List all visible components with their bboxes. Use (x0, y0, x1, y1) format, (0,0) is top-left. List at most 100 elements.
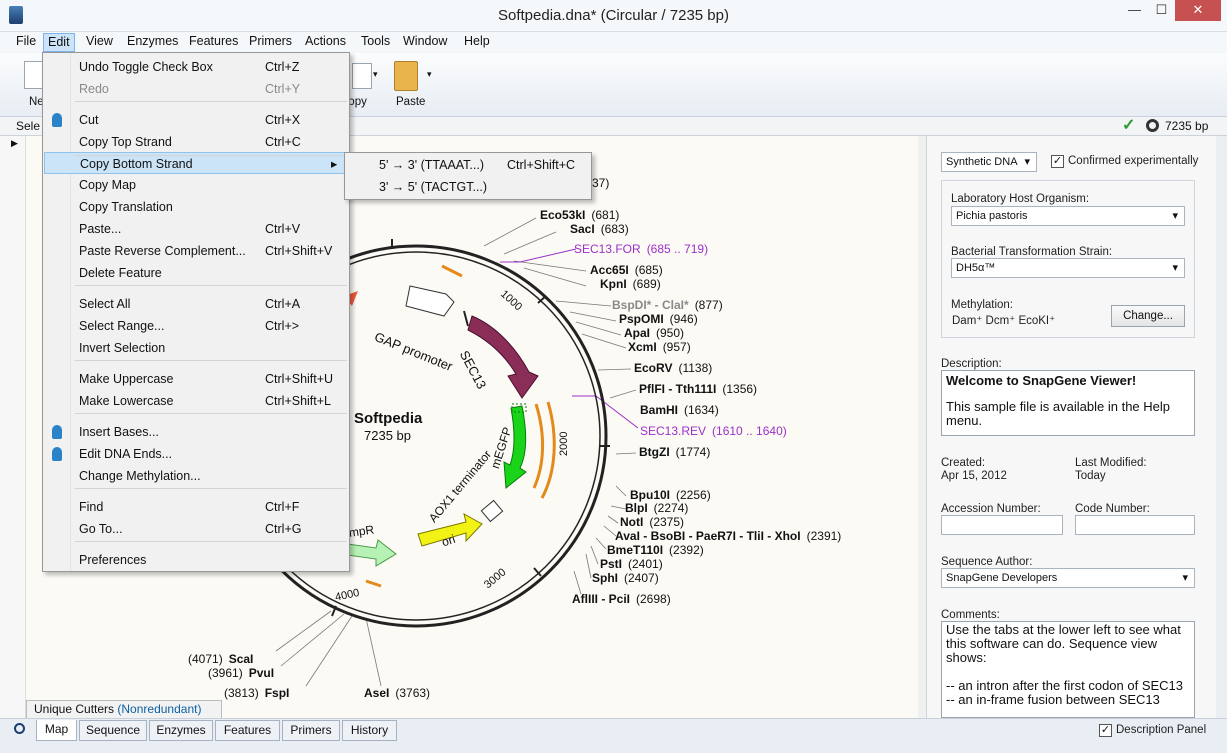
menu-actions[interactable]: Actions (305, 34, 346, 48)
description-box[interactable]: Welcome to SnapGene Viewer! This sample … (941, 370, 1195, 436)
edit-menu-item-delete-feature[interactable]: Delete Feature (44, 262, 348, 284)
site-name: BspDI* - ClaI* (612, 298, 689, 312)
unique-cutters-tab[interactable]: Unique Cutters (Nonredundant) (26, 700, 222, 718)
edit-menu-item-insert-bases[interactable]: Insert Bases... (44, 421, 348, 443)
tab-features[interactable]: Features (215, 720, 280, 741)
menu-separator (75, 360, 347, 361)
enzyme-site-label[interactable]: BlpI(2274) (625, 501, 688, 515)
enzyme-site-label[interactable]: BtgZI(1774) (639, 445, 710, 459)
paste-button-label[interactable]: Paste (396, 96, 426, 108)
edit-menu-item-paste-reverse-complement[interactable]: Paste Reverse Complement...Ctrl+Shift+V (44, 240, 348, 262)
enzyme-site-label[interactable]: KpnI(689) (600, 277, 661, 291)
enzyme-site-label[interactable]: NotI(2375) (620, 515, 684, 529)
edit-menu-item-go-to[interactable]: Go To...Ctrl+G (44, 518, 348, 540)
edit-menu-item-edit-dna-ends[interactable]: Edit DNA Ends... (44, 443, 348, 465)
enzyme-site-label[interactable]: EcoRV(1138) (634, 361, 712, 375)
site-position: (685) (634, 263, 663, 277)
tab-history[interactable]: History (342, 720, 397, 741)
enzyme-site-label[interactable]: Eco53kI(681) (540, 208, 619, 222)
menu-window[interactable]: Window (403, 34, 448, 48)
edit-menu-item-invert-selection[interactable]: Invert Selection (44, 337, 348, 359)
minimize-button[interactable]: — (1128, 2, 1141, 17)
edit-menu-item-copy-translation[interactable]: Copy Translation (44, 196, 348, 218)
menu-primers[interactable]: Primers (249, 34, 293, 48)
submenu-5to3[interactable]: 5' → 3' (TTAAAT...) Ctrl+Shift+C (346, 154, 590, 176)
close-button[interactable]: ✕ (1175, 0, 1221, 21)
comments-box[interactable]: Use the tabs at the lower left to see wh… (941, 621, 1195, 718)
edit-menu-item-paste[interactable]: Paste...Ctrl+V (44, 218, 348, 240)
edit-menu-item-copy-map[interactable]: Copy Map (44, 174, 348, 196)
enzyme-site-label[interactable]: (3813)FspI (224, 686, 289, 700)
map-name: Softpedia (354, 410, 423, 427)
panel-scrollbar[interactable] (1216, 136, 1227, 718)
enzyme-site-label[interactable]: PflFI - Tth111I(1356) (639, 382, 757, 396)
site-position: (685 .. 719) (646, 242, 709, 256)
expand-icon[interactable]: ▶ (11, 138, 18, 148)
submenu-3to5[interactable]: 3' → 5' (TACTGT...) (346, 176, 590, 198)
edit-menu-item-label: Find (79, 500, 104, 514)
enzyme-site-label[interactable]: PspOMI(946) (619, 312, 698, 326)
tab-sequence[interactable]: Sequence (79, 720, 147, 741)
menu-view[interactable]: View (86, 34, 113, 48)
tab-map[interactable]: Map (36, 720, 77, 741)
edit-menu-item-change-methylation[interactable]: Change Methylation... (44, 465, 348, 487)
menu-enzymes[interactable]: Enzymes (127, 34, 179, 48)
accession-input[interactable] (941, 515, 1063, 535)
enzyme-site-label[interactable]: AflIII - PciI(2698) (572, 592, 671, 606)
dna-type-select[interactable]: Synthetic DNA (941, 152, 1037, 172)
paste-dropdown-icon[interactable]: ▾ (427, 69, 432, 79)
enzyme-site-label[interactable]: BmeT110I(2392) (607, 543, 704, 557)
site-name: AseI (364, 686, 390, 700)
enzyme-site-label[interactable]: SacI(683) (570, 222, 629, 236)
site-position: (2407) (624, 571, 659, 585)
enzyme-site-label[interactable]: XcmI(957) (628, 340, 691, 354)
site-name: PvuI (248, 666, 275, 680)
edit-menu-item-select-range[interactable]: Select Range...Ctrl+> (44, 315, 348, 337)
submenu-5to3-label: 5' → 3' (TTAAAT...) (379, 158, 485, 172)
host-select[interactable]: Pichia pastoris (951, 206, 1185, 226)
enzyme-site-label[interactable]: (4071)ScaI (188, 652, 253, 666)
enzyme-site-label[interactable]: BspDI* - ClaI*(877) (612, 298, 723, 312)
enzyme-site-label[interactable]: AseI(3763) (364, 686, 430, 700)
menu-help[interactable]: Help (464, 34, 490, 48)
enzyme-site-label[interactable]: Acc65I(685) (590, 263, 663, 277)
change-button[interactable]: Change... (1111, 305, 1185, 327)
strain-select[interactable]: DH5α™ (951, 258, 1185, 278)
enzyme-site-label[interactable]: AvaI - BsoBI - PaeR7I - TliI - XhoI(2391… (615, 529, 841, 543)
search-icon[interactable] (14, 723, 25, 734)
site-position: (957) (662, 340, 691, 354)
author-select[interactable]: SnapGene Developers (941, 568, 1195, 588)
map-size: 7235 bp (364, 428, 411, 443)
tab-primers[interactable]: Primers (282, 720, 340, 741)
copy-dropdown-icon[interactable]: ▾ (373, 69, 378, 79)
strain-label: Bacterial Transformation Strain: (951, 246, 1113, 258)
enzyme-site-label[interactable]: SphI(2407) (592, 571, 659, 585)
primer-label[interactable]: SEC13.REV(1610 .. 1640) (640, 424, 787, 438)
edit-menu-item-copy-bottom-strand[interactable]: Copy Bottom Strand▸ (44, 152, 348, 174)
primer-label[interactable]: SEC13.FOR(685 .. 719) (574, 242, 708, 256)
enzyme-site-label[interactable]: PstI(2401) (600, 557, 663, 571)
enzyme-site-label[interactable]: (3961)PvuI (208, 666, 274, 680)
enzyme-site-label[interactable]: BamHI(1634) (640, 403, 719, 417)
enzyme-site-label[interactable]: Bpu10I(2256) (630, 488, 711, 502)
menu-file[interactable]: File (16, 34, 37, 48)
enzyme-site-label[interactable]: ApaI(950) (624, 326, 684, 340)
created-label: Created: (941, 457, 986, 469)
edit-menu-item-preferences[interactable]: Preferences (44, 549, 348, 571)
code-input[interactable] (1075, 515, 1195, 535)
menu-edit[interactable]: Edit (43, 33, 75, 52)
menu-tools[interactable]: Tools (361, 34, 391, 48)
map-scrollbar[interactable] (918, 136, 926, 718)
confirmed-checkbox[interactable]: ✓ (1051, 155, 1064, 168)
menu-features[interactable]: Features (189, 34, 239, 48)
description-panel-checkbox[interactable]: ✓ (1099, 724, 1112, 737)
maximize-button[interactable]: ☐ (1155, 2, 1168, 17)
tab-enzymes[interactable]: Enzymes (149, 720, 213, 741)
